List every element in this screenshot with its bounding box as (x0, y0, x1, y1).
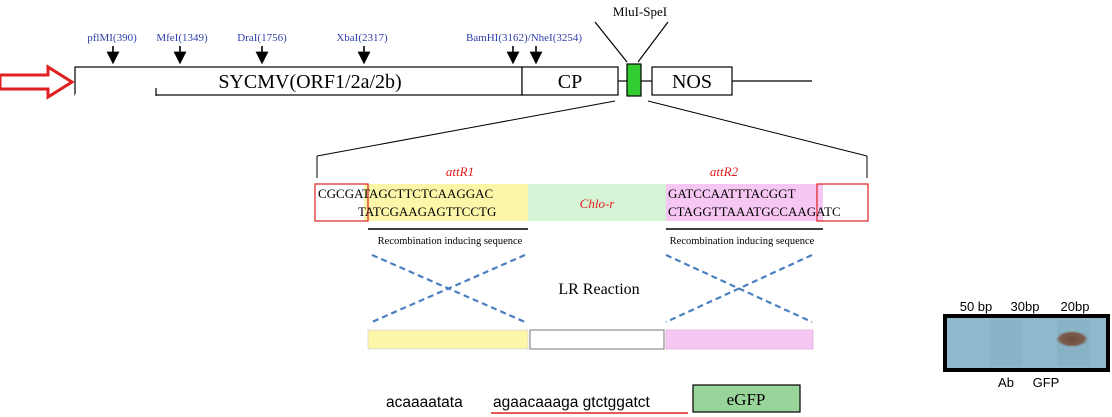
mlui-spei-label: MluI-SpeI (613, 4, 667, 19)
nos-segment-label: NOS (672, 71, 712, 93)
right-overhang-red-box (816, 183, 869, 222)
product-insert-block (529, 329, 665, 350)
bottom-sequence-part1: acaaaatata (386, 394, 463, 411)
cross-line-right-b (665, 254, 813, 323)
site-label-xbai: XbaI(2317) (336, 32, 388, 44)
recomb-label-left: Recombination inducing sequence (378, 236, 523, 247)
cp-segment-box (521, 66, 619, 96)
promoter-arrow-icon (0, 64, 75, 100)
attr1-top-strand: CGCGATAGCTTCTCAAGGAC (318, 186, 493, 201)
gel-lane-shade-1 (990, 320, 1022, 366)
attr1-bottom-sequence: ATCGAAGAGTTCCTG (365, 204, 496, 219)
site-arrows (106, 46, 543, 65)
cross-line-left-b (371, 253, 526, 324)
expansion-line-left (316, 100, 616, 157)
attr1-bottom-overhang: T (358, 204, 366, 219)
nos-segment-box (651, 66, 733, 96)
chlo-r-block (528, 184, 666, 221)
egfp-box (692, 384, 801, 413)
attr2-pink-block (666, 184, 823, 221)
bottom-sequence-part2: agaacaaaga gtctggatct (493, 394, 651, 411)
attr2-bottom-overhang: AGATC (797, 204, 840, 219)
construct-outer-box (74, 66, 523, 96)
gel-lane-label-30bp: 30bp (1011, 299, 1040, 314)
sycmv-segment-label: SYCMV(ORF1/2a/2b) (218, 71, 401, 93)
attr1-top-overhang: CGCG (318, 186, 354, 201)
gel-lane-label-50bp: 50 bp (960, 299, 993, 314)
site-label-pflmi: pflMI(390) (87, 32, 137, 44)
cp-segment-label: CP (558, 71, 582, 93)
attr1-yellow-block (364, 184, 528, 221)
egfp-label: eGFP (727, 390, 766, 409)
recomb-label-right: Recombination inducing sequence (670, 236, 815, 247)
lr-cross-lines (371, 253, 813, 324)
attr1-label: attR1 (446, 164, 474, 179)
attr2-top-strand: GATCCAATTTACGGT (668, 186, 796, 201)
lr-reaction-label: LR Reaction (558, 281, 639, 298)
product-attb1-block (367, 329, 529, 350)
mlui-spei-left-line (594, 21, 628, 63)
attr2-bottom-sequence: CTAGGTTAAATGCCA (668, 204, 798, 219)
mlui-spei-cassette-block (626, 63, 642, 97)
expansion-line-right (647, 100, 868, 157)
site-label-drai: DraI(1756) (237, 32, 287, 44)
chlo-r-label: Chlo-r (580, 196, 616, 211)
attr1-bottom-strand: TATCGAAGAGTTCCTG (358, 204, 496, 219)
attr1-top-sequence: ATAGCTTCTCAAGGAC (354, 186, 493, 201)
gel-lane-label-20bp: 20bp (1061, 299, 1090, 314)
site-label-mfei: MfeI(1349) (156, 32, 208, 44)
gel-label-gfp: GFP (1033, 375, 1060, 390)
gel-band-gfp (1056, 331, 1088, 347)
site-label-bamhi-nhei: BamHI(3162)/NheI(3254) (466, 32, 582, 44)
mlui-spei-right-line (637, 21, 669, 63)
attr2-label: attR2 (710, 164, 739, 179)
attr2-bottom-strand: CTAGGTTAAATGCCAAGATC (668, 204, 841, 219)
left-overhang-red-box (314, 183, 369, 222)
product-attb2-block (665, 329, 814, 350)
gel-label-ab: Ab (998, 375, 1014, 390)
